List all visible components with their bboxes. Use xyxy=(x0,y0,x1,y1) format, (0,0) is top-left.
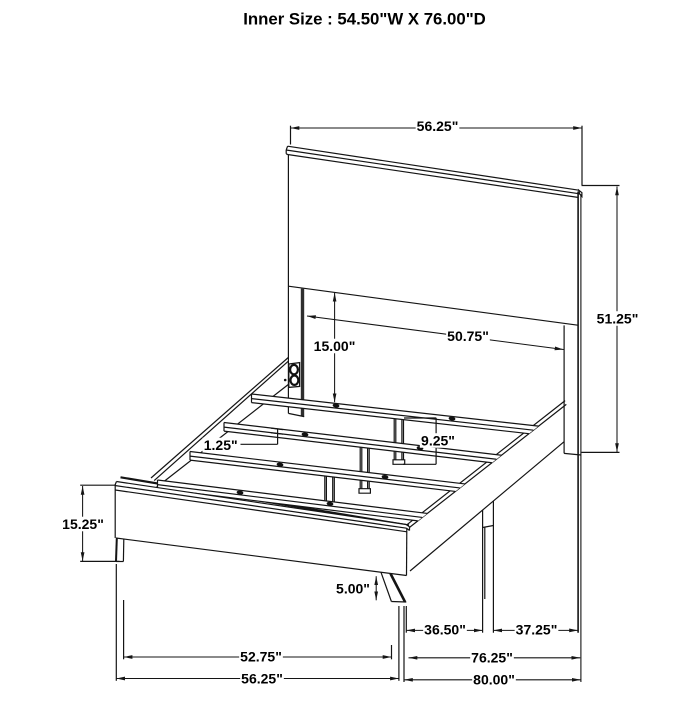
svg-text:56.25": 56.25" xyxy=(241,671,283,687)
svg-text:80.00": 80.00" xyxy=(473,672,515,688)
svg-text:5.00": 5.00" xyxy=(336,581,370,597)
svg-text:15.25": 15.25" xyxy=(62,516,104,532)
svg-text:36.50": 36.50" xyxy=(424,622,466,638)
svg-text:51.25": 51.25" xyxy=(597,311,639,327)
svg-text:76.25": 76.25" xyxy=(471,650,513,666)
svg-text:50.75": 50.75" xyxy=(447,328,489,344)
svg-text:37.25": 37.25" xyxy=(516,622,558,638)
svg-text:1.25": 1.25" xyxy=(204,437,238,453)
svg-text:15.00": 15.00" xyxy=(314,338,356,354)
svg-text:56.25": 56.25" xyxy=(417,118,459,134)
svg-text:9.25": 9.25" xyxy=(421,433,455,449)
svg-text:52.75": 52.75" xyxy=(240,649,282,665)
svg-text:Inner Size : 54.50"W X 76.00"D: Inner Size : 54.50"W X 76.00"D xyxy=(243,10,486,29)
